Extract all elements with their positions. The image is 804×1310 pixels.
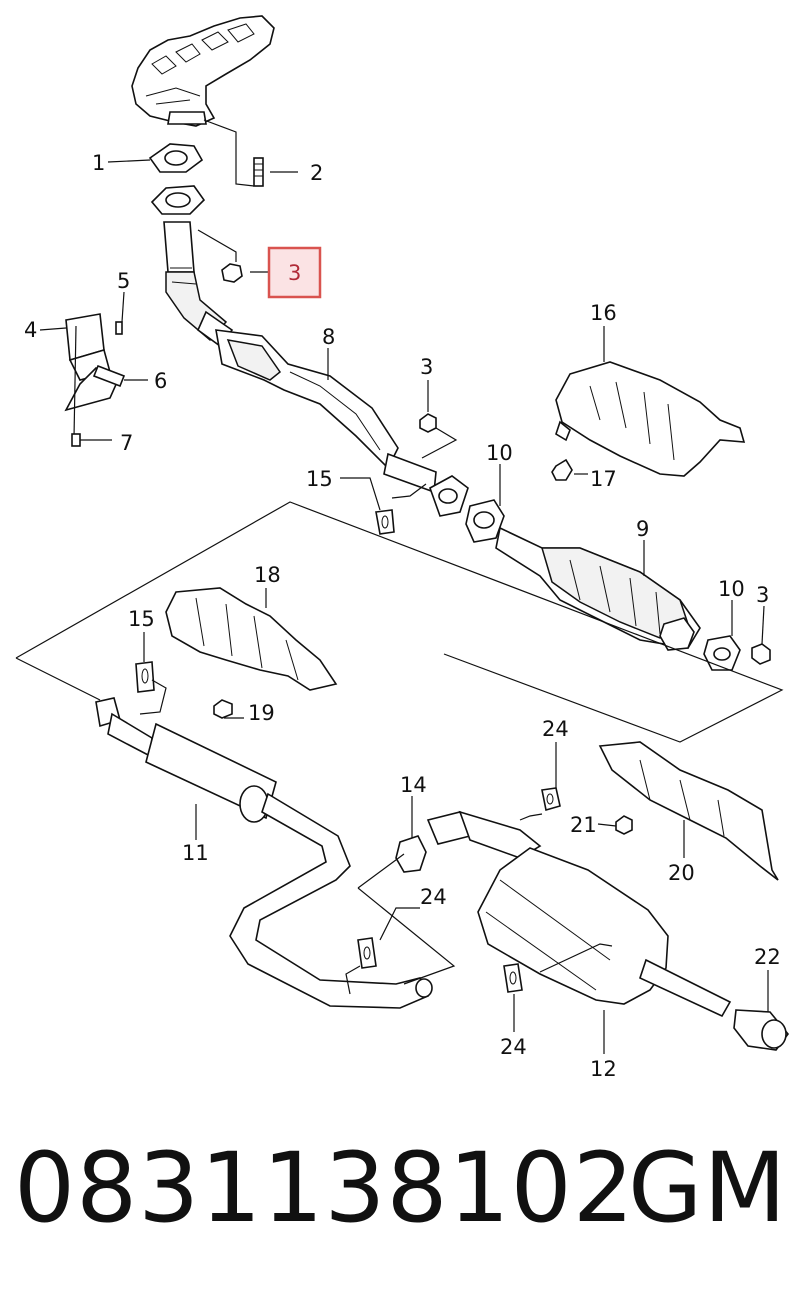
callout-9: 9 [636,517,649,541]
callout-3-middle: 3 [420,355,433,379]
callout-5: 5 [117,269,130,293]
lower-boundary [357,853,456,985]
brand-label: GM [628,1132,788,1244]
callout-4: 4 [24,318,37,342]
callout-16: 16 [590,301,617,325]
callout-22: 22 [754,945,781,969]
nut-part-3-middle [419,413,437,433]
callout-11: 11 [182,841,209,865]
callout-24-lower: 24 [500,1035,527,1059]
hanger-part-15-lower [135,661,167,715]
center-muffler-part-11 [95,697,433,1009]
callout-20: 20 [668,861,695,885]
callout-24-middle: 24 [420,885,447,909]
callout-15-lower: 15 [128,607,155,631]
callout-2: 2 [310,161,323,185]
callout-24-upper: 24 [542,717,569,741]
callout-8: 8 [322,325,335,349]
callout-14: 14 [400,773,427,797]
heat-shield-part-20 [598,741,779,881]
flange-gasket-10-upper [429,475,505,543]
callout-12: 12 [590,1057,617,1081]
callout-17: 17 [590,467,617,491]
clamp-part-14 [395,811,472,873]
callout-15-upper: 15 [306,467,333,491]
heat-shield-part-16 [551,361,746,481]
bracket-assembly [64,313,126,447]
front-pipe [163,221,234,348]
callout-6: 6 [154,369,167,393]
assembly-boundary [15,501,784,743]
part-number: 0831138102 [14,1132,635,1244]
callout-18: 18 [254,563,281,587]
heat-shield-part-18 [165,587,338,719]
rear-muffler-part-12 [458,810,790,1051]
callout-10-upper: 10 [486,441,513,465]
gasket-part-1 [148,143,206,215]
exhaust-system-diagram: 1 2 3 4 5 6 7 8 3 15 10 16 17 9 10 3 18 … [15,15,790,1081]
intermediate-pipe-part-8 [215,329,437,494]
nut-part-3-upper [221,263,243,283]
exhaust-manifold [131,15,275,127]
callout-7: 7 [120,431,133,455]
stud-part-2 [203,119,264,187]
rubber-hanger-part-24 [357,787,561,993]
callout-3-highlighted[interactable]: 3 [288,261,301,285]
callout-3-lower: 3 [756,583,769,607]
callout-21: 21 [570,813,597,837]
callout-1: 1 [92,151,105,175]
leader-lines [39,159,769,1054]
hanger-part-15-upper [375,509,395,535]
catalytic-converter-part-9 [495,526,771,671]
callout-10-lower: 10 [718,577,745,601]
highlight-box [267,246,322,299]
callout-19: 19 [248,701,275,725]
